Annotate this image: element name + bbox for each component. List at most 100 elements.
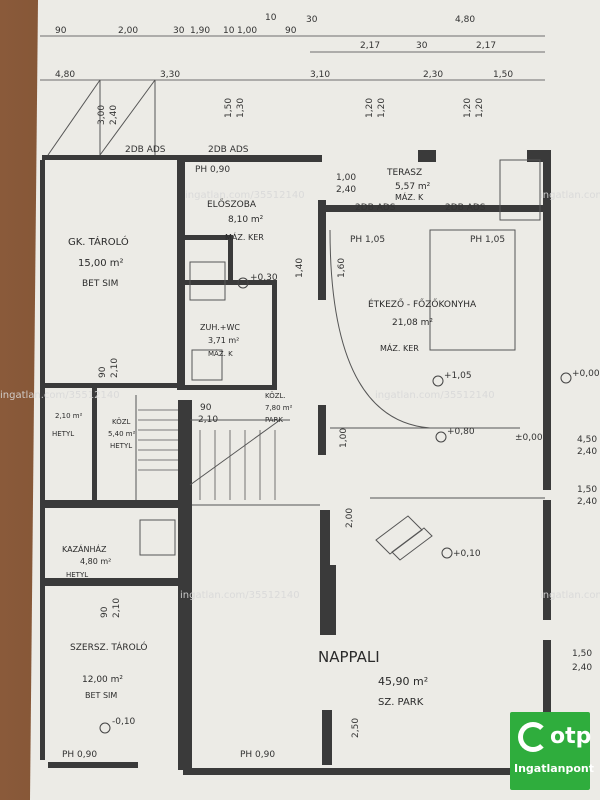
- dim-text: 30: [173, 26, 185, 36]
- dim-text: 30: [416, 41, 428, 51]
- height-mark: 1,40: [295, 258, 305, 278]
- room-floor: MÁZ. K: [395, 191, 424, 202]
- room-area: 3,71 m²: [208, 336, 239, 345]
- height-mark: 1,30: [236, 98, 246, 118]
- side-dim: 4,50: [577, 435, 597, 445]
- room-zuh-wc: ZUH.+WC 3,71 m² MÁZ. K: [200, 323, 240, 358]
- room-kozl-stair: KÖZL. 7,80 m² PARK: [265, 391, 293, 424]
- interior-lines: [47, 79, 545, 561]
- room-szersz-tarolo: SZERSZ. TÁROLÓ 12,00 m² BET SIM: [70, 641, 148, 700]
- room-kozl-small: KÖZL 5,40 m² HETYL: [108, 417, 136, 450]
- watermark-text: ingatlan.com/35512140: [540, 590, 600, 601]
- room-name: KÖZL.: [265, 391, 286, 400]
- paper-sheet: [30, 0, 600, 800]
- height-mark: 2,10: [112, 598, 122, 618]
- height-mark: 2,40: [572, 663, 592, 673]
- door-mark: 2DB ADS: [445, 203, 486, 213]
- height-mark: 3,00: [97, 105, 107, 125]
- room-name: KAZÁNHÁZ: [62, 543, 107, 554]
- height-mark: 1,00: [336, 173, 356, 183]
- room-area: 15,00 m²: [78, 258, 124, 269]
- dim-text: 2,00: [118, 26, 138, 36]
- room-area: 2,10 m²: [55, 412, 83, 420]
- level-text: +0,30: [250, 273, 278, 283]
- room-name: KÖZL: [112, 417, 131, 426]
- level-text: +0,80: [447, 427, 475, 437]
- room-name: GK. TÁROLÓ: [68, 235, 129, 248]
- room-etkezo: ÉTKEZŐ - FŐZŐKONYHA 21,08 m² MÁZ. KER: [368, 298, 477, 353]
- side-dim: 2,40: [577, 497, 597, 507]
- room-name: HETYL: [52, 430, 74, 438]
- dim-text: 4,80: [455, 15, 475, 25]
- room-kazanhaz: KAZÁNHÁZ 4,80 m² HETYL: [62, 543, 111, 579]
- room-gk-tarolo: GK. TÁROLÓ 15,00 m² BET SIM: [68, 235, 129, 289]
- level-text: -0,10: [112, 717, 136, 727]
- room-floor: HETYL: [110, 442, 132, 450]
- logo-brand: otp: [550, 724, 592, 749]
- room-nappali: NAPPALI 45,90 m² SZ. PARK: [318, 648, 428, 708]
- room-area: 7,80 m²: [265, 404, 293, 412]
- room-floor: MÁZ. KER: [380, 342, 419, 353]
- height-mark: 2,10: [110, 358, 120, 378]
- room-area: 8,10 m²: [228, 215, 264, 225]
- room-name: TERASZ: [386, 168, 422, 178]
- height-mark: 2,00: [345, 508, 355, 528]
- watermark-text: ingatlan.com/35512140: [375, 390, 495, 401]
- door-mark: PH 0,90: [195, 165, 230, 175]
- height-marks: 3,00 2,40 1,50 1,30 1,20 1,20 1,20 1,20 …: [97, 98, 592, 738]
- room-labels: GK. TÁROLÓ 15,00 m² BET SIM ELŐSZOBA 8,1…: [52, 168, 477, 708]
- room-area: 45,90 m²: [378, 675, 428, 688]
- door-mark: PH 0,90: [62, 750, 97, 760]
- otp-logo-icon: [518, 722, 548, 752]
- dimension-lines: [40, 35, 545, 81]
- dim-text: 10: [265, 13, 277, 23]
- dim-text: 90: [285, 26, 297, 36]
- walls: [40, 150, 551, 775]
- dim-text: 10: [223, 26, 235, 36]
- watermark-text: ingatlan.com/35512140: [180, 590, 300, 601]
- room-floor: MÁZ. K: [208, 349, 233, 358]
- room-terasz: TERASZ 5,57 m² MÁZ. K: [386, 168, 431, 202]
- room-name: NAPPALI: [318, 648, 380, 666]
- height-mark: 1,20: [463, 98, 473, 118]
- room-area: 5,57 m²: [395, 182, 431, 192]
- door-mark: 2DB ADS: [355, 203, 396, 213]
- dim-text: 90: [55, 26, 67, 36]
- room-floor: PARK: [265, 416, 283, 424]
- dim-text: 2,17: [476, 41, 496, 51]
- room-floor: MÁZ. KER: [225, 231, 264, 242]
- room-area: 12,00 m²: [82, 675, 123, 685]
- otp-ingatlanpont-logo: otp Ingatlanpont: [510, 712, 594, 790]
- watermarks: ingatlan.com/35512140 ingatlan.com/35512…: [0, 190, 600, 601]
- height-mark: 1,50: [224, 98, 234, 118]
- dim-text: 3,10: [310, 70, 330, 80]
- level-text: +0,10: [453, 549, 481, 559]
- door-mark: PH 1,05: [470, 235, 505, 245]
- watermark-text: ingatlan.com/35512140: [540, 190, 600, 201]
- level-texts: +0,30 +1,05 +0,80 +0,10 -0,10 ±0,00: [112, 273, 543, 727]
- side-dimensions: +0,00 4,50 2,40 1,50 2,40: [572, 369, 600, 507]
- side-dim: 2,40: [577, 447, 597, 457]
- side-dim: 1,50: [577, 485, 597, 495]
- room-area: 4,80 m²: [80, 557, 111, 566]
- dim-text: 3,30: [160, 70, 180, 80]
- dim-text: 1,90: [190, 26, 210, 36]
- height-mark: 1,50: [572, 649, 592, 659]
- room-area: 5,40 m²: [108, 430, 136, 438]
- door-mark: PH 1,05: [350, 235, 385, 245]
- room-eloszoba: ELŐSZOBA 8,10 m² MÁZ. KER: [207, 199, 264, 242]
- height-mark: 1,60: [337, 258, 347, 278]
- room-name: ELŐSZOBA: [207, 199, 257, 210]
- watermark-text: ingatlan.com/35512140: [185, 190, 305, 201]
- room-name: ÉTKEZŐ - FŐZŐKONYHA: [368, 298, 477, 310]
- height-mark: 90: [200, 403, 212, 413]
- level-text: +1,05: [444, 371, 472, 381]
- room-name: ZUH.+WC: [200, 323, 240, 332]
- room-floor: BET SIM: [82, 279, 118, 289]
- door-marks: 2DB ADS 2DB ADS 2DB ADS 2DB ADS PH 0,90 …: [62, 145, 505, 760]
- dim-text: 2,30: [423, 70, 443, 80]
- door-mark: 2DB ADS: [125, 145, 166, 155]
- stairs: [138, 409, 276, 500]
